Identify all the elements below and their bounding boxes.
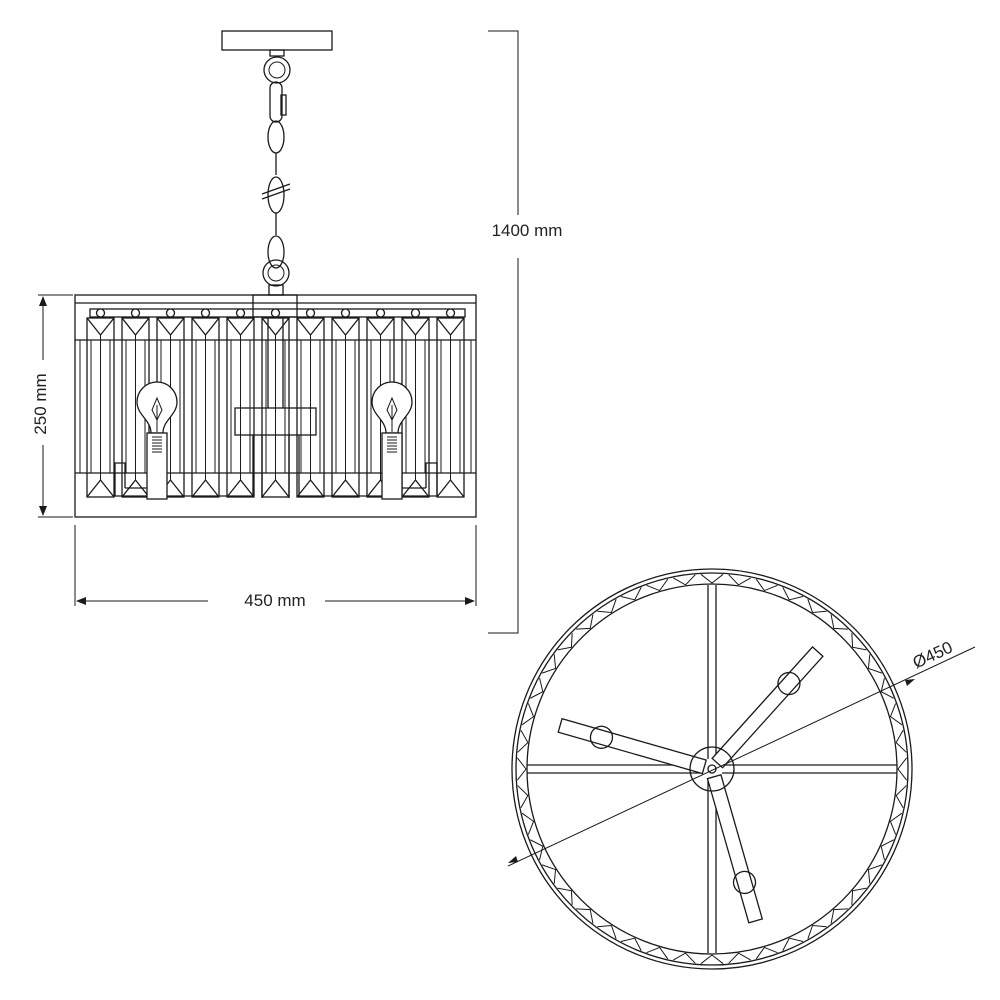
light-arm xyxy=(557,717,708,775)
shade-side-view xyxy=(74,294,477,518)
ring-crystal xyxy=(673,952,696,964)
cross-brace xyxy=(527,585,897,953)
crystal-knob xyxy=(410,308,421,318)
ring-crystal xyxy=(889,812,903,835)
crystal-prism xyxy=(331,308,360,498)
ring-crystal xyxy=(897,757,908,781)
ceiling-canopy xyxy=(221,30,333,51)
ring-crystal xyxy=(782,587,804,601)
ring-crystal xyxy=(530,677,544,699)
bulb-socket-icon xyxy=(589,725,614,749)
ring-crystal xyxy=(755,578,778,592)
ring-crystal xyxy=(516,757,527,781)
ring-crystal xyxy=(880,677,894,699)
ring-crystal xyxy=(557,887,573,905)
crystal-prism xyxy=(261,308,290,498)
ring-crystal xyxy=(542,864,557,884)
crystal-knob xyxy=(340,308,351,318)
ring-crystal xyxy=(521,703,535,726)
chain-link xyxy=(267,176,285,214)
dimension-total-height: 1400 mm xyxy=(488,30,563,634)
ring-crystal xyxy=(700,954,724,965)
light-arm xyxy=(706,773,764,924)
dimension-height-shade: 250 mm xyxy=(31,294,73,518)
crystal-knob xyxy=(445,308,456,318)
ring-crystal xyxy=(867,654,882,674)
ring-crystal xyxy=(517,730,529,753)
crystal-prism xyxy=(121,308,150,498)
light-arm xyxy=(711,645,824,769)
ring-crystal xyxy=(807,599,827,614)
chain-assembly xyxy=(221,30,333,296)
ring-crystal xyxy=(728,952,751,964)
crystal-knob xyxy=(130,308,141,318)
dimension-label-450: 450 mm xyxy=(244,591,305,610)
ring-crystal xyxy=(646,946,669,960)
inner-ring xyxy=(526,583,898,955)
chain-link xyxy=(267,120,285,154)
crystal-knob xyxy=(375,308,386,318)
ring-crystal xyxy=(895,730,907,753)
ring-crystal xyxy=(530,839,544,861)
ring-crystal xyxy=(597,924,617,939)
ring-crystal xyxy=(851,887,867,905)
center-hub-top xyxy=(689,746,735,792)
bulb-socket-icon xyxy=(777,671,801,696)
bulb-socket-icon xyxy=(732,870,757,895)
ring-crystal xyxy=(517,785,529,808)
center-hub xyxy=(234,407,317,436)
crystal-knob xyxy=(200,308,211,318)
crystal-knob xyxy=(305,308,316,318)
ring-crystal xyxy=(830,908,848,924)
ring-crystal xyxy=(700,573,724,584)
crystal-prism xyxy=(191,308,220,498)
ring-crystal xyxy=(867,864,882,884)
dimension-width-shade: 450 mm xyxy=(74,525,477,610)
ring-crystal xyxy=(673,574,696,586)
ring-crystal xyxy=(851,633,867,651)
carabiner xyxy=(269,81,283,123)
ring-crystal xyxy=(542,654,557,674)
frame-arms xyxy=(114,435,438,498)
break-mark xyxy=(261,188,291,200)
ring-crystal xyxy=(620,587,642,601)
ring-crystal xyxy=(557,633,573,651)
ring-crystal xyxy=(889,703,903,726)
ring-crystal xyxy=(620,937,642,951)
ring-crystal xyxy=(576,908,594,924)
crystal-knob xyxy=(165,308,176,318)
light-bulb-icon xyxy=(371,381,413,500)
diameter-line xyxy=(507,646,976,867)
ring-crystal xyxy=(597,599,617,614)
dimension-label-250: 250 mm xyxy=(31,373,50,434)
dimension-label-1400: 1400 mm xyxy=(492,221,563,240)
ring-crystal xyxy=(895,785,907,808)
crystal-prism xyxy=(86,308,115,498)
ring-crystal xyxy=(646,578,669,592)
outer-ring xyxy=(511,568,913,970)
ring-crystal xyxy=(782,937,804,951)
bottom-ring xyxy=(262,259,290,287)
center-stem-top xyxy=(252,294,298,318)
ring-crystal xyxy=(830,614,848,630)
ring-crystal xyxy=(576,614,594,630)
crystal-knob xyxy=(235,308,246,318)
crystal-knob xyxy=(270,308,281,318)
light-bulb-icon xyxy=(136,381,178,500)
ring-crystal xyxy=(755,946,778,960)
crystal-knob xyxy=(95,308,106,318)
top-view: Ø450 xyxy=(507,568,976,970)
ring-crystal xyxy=(728,574,751,586)
crystal-prism xyxy=(226,308,255,498)
crystal-prism xyxy=(436,308,465,498)
crystal-prism xyxy=(296,308,325,498)
ring-crystal xyxy=(807,924,827,939)
top-ring xyxy=(263,56,291,84)
ring-crystal xyxy=(880,839,894,861)
ring-crystal xyxy=(521,812,535,835)
chain-link xyxy=(267,235,285,269)
